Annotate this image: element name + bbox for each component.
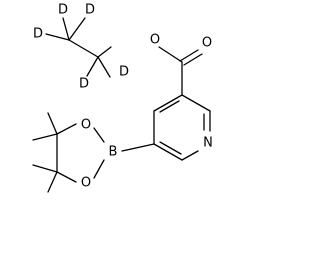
bond-ring-c2-c3 bbox=[181, 94, 211, 112]
atom-deuterium-2: D bbox=[85, 3, 95, 18]
bond-boron-o-upper bbox=[93, 127, 105, 143]
atom-boron: B bbox=[109, 145, 118, 160]
bond-ester-o-carbonyl-c bbox=[158, 46, 183, 63]
bond-ring-inner-c5-c6 bbox=[159, 141, 182, 155]
atom-label-layer: D D D D D O O N B O O bbox=[33, 3, 213, 191]
bond-methyl-lower-a bbox=[32, 164, 58, 173]
atom-boronate-oxygen-lower: O bbox=[81, 176, 91, 191]
bond-ring-c5-c6 bbox=[153, 143, 183, 161]
bond-ring-inner-c3-c4 bbox=[159, 100, 180, 113]
bond-cd3-d1 bbox=[62, 17, 70, 41]
bond-ring-c3-c4 bbox=[153, 94, 183, 112]
atom-deuterium-5: D bbox=[119, 65, 129, 80]
bond-cd2-d5 bbox=[97, 56, 111, 78]
bond-cd3-d2 bbox=[68, 17, 86, 41]
atom-deuterium-3: D bbox=[33, 27, 43, 42]
atom-pyridine-nitrogen: N bbox=[203, 136, 213, 151]
bond-o-lower-c bbox=[56, 171, 77, 183]
bond-methyl-upper-b bbox=[32, 133, 58, 141]
bond-carbonyl-double-b bbox=[183, 53, 203, 66]
chemical-structure-diagram: D D D D D O O N B O O bbox=[32, 3, 213, 193]
bond-boron-o-lower bbox=[93, 159, 105, 179]
bond-cd3-d3 bbox=[45, 33, 70, 41]
atom-ester-oxygen: O bbox=[150, 33, 160, 48]
bond-ring-c5-boron bbox=[121, 143, 155, 152]
bond-methyl-lower-b bbox=[47, 171, 58, 193]
bond-carbonyl-double-a bbox=[179, 49, 199, 62]
atom-boronate-oxygen-upper: O bbox=[81, 118, 91, 133]
atom-deuterium-1: D bbox=[58, 3, 68, 18]
bond-layer bbox=[32, 17, 211, 193]
bond-methyl-upper-a bbox=[47, 112, 58, 135]
bond-cd2-d4 bbox=[86, 56, 99, 77]
bond-ring-c6-n bbox=[181, 150, 199, 161]
bond-o-upper-c bbox=[56, 123, 77, 135]
atom-carbonyl-oxygen: O bbox=[202, 36, 212, 51]
atom-deuterium-4: D bbox=[79, 77, 89, 92]
bond-cd3-cd2 bbox=[68, 39, 99, 58]
bond-cd2-ester-o bbox=[97, 46, 112, 58]
